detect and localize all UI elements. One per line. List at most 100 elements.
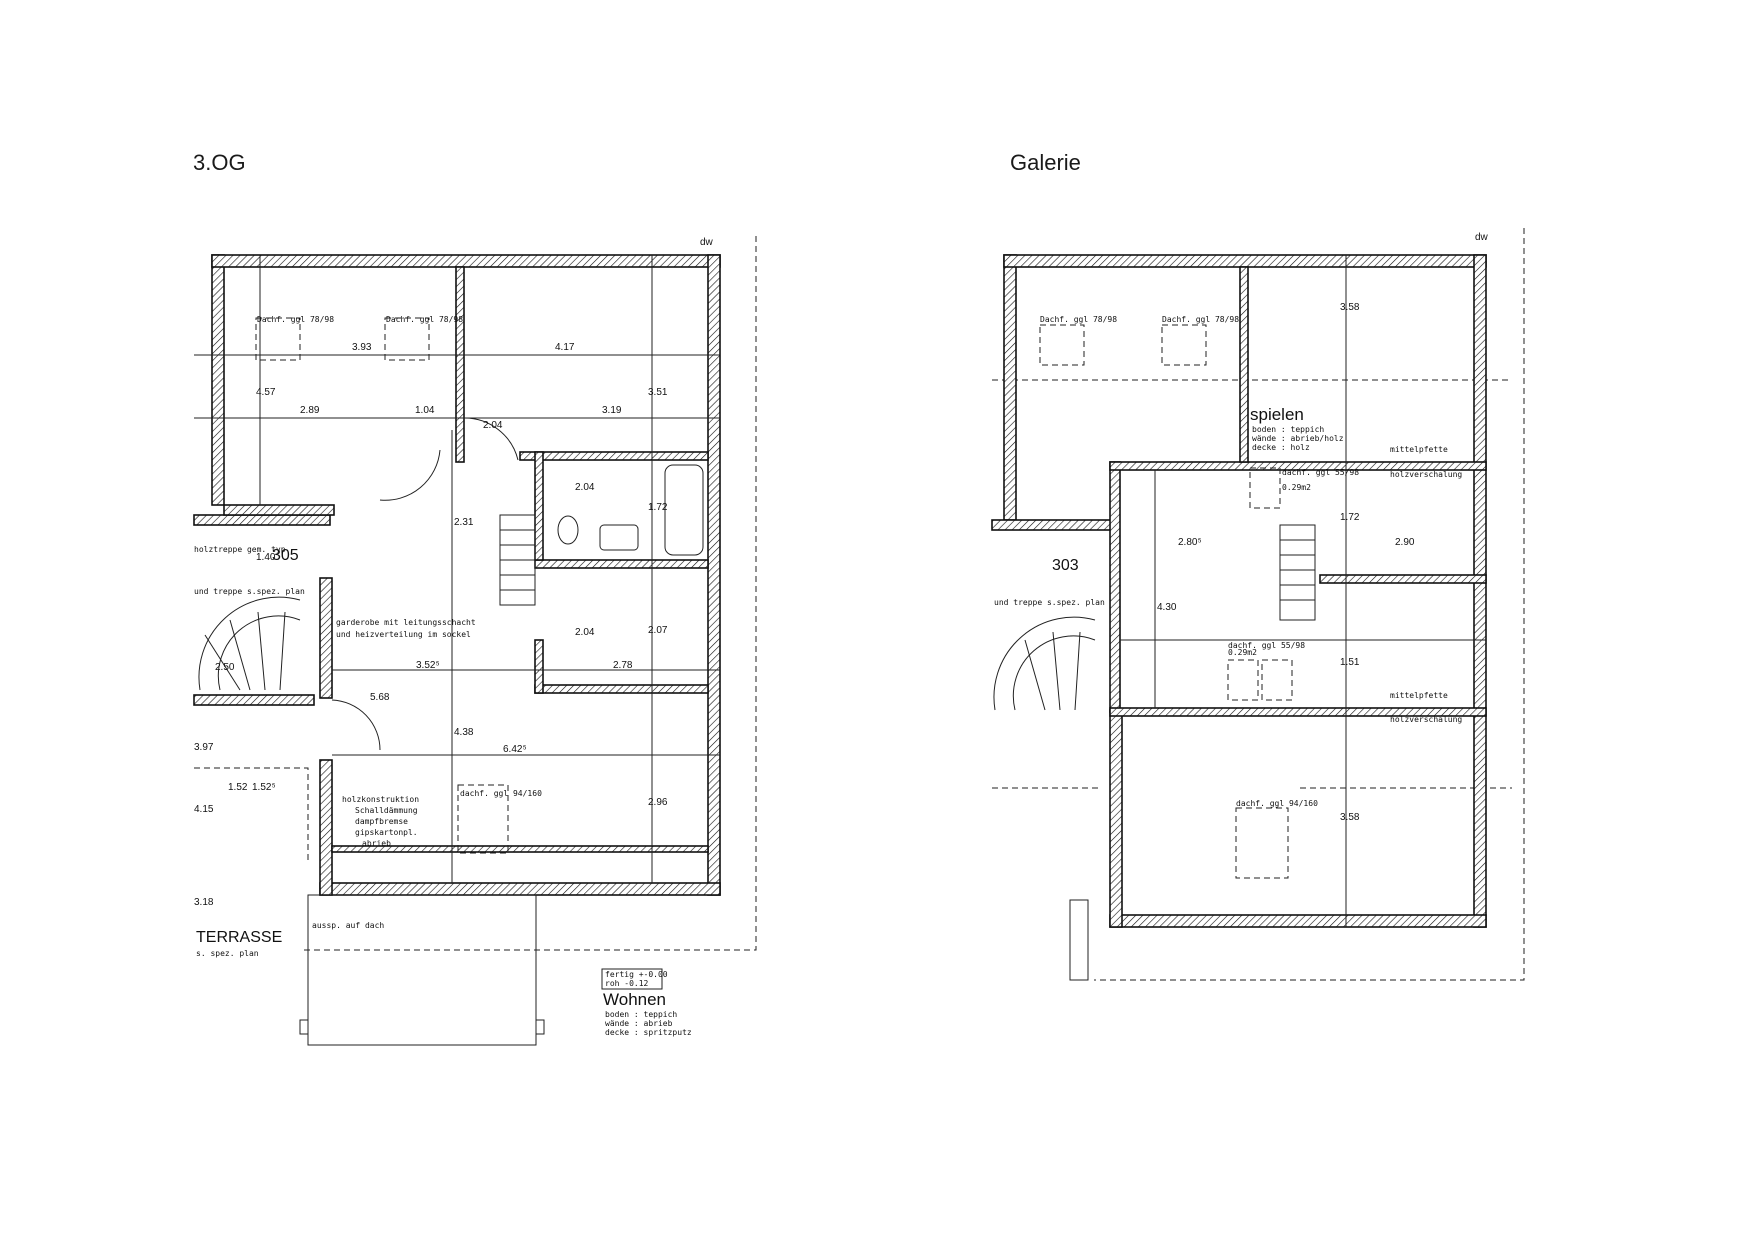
svg-text:4.15: 4.15 xyxy=(194,804,214,815)
wall-bedrooms-divider xyxy=(455,266,465,463)
skylight xyxy=(1161,324,1207,366)
svg-text:3.52⁵: 3.52⁵ xyxy=(416,660,440,671)
svg-text:decke : spritzputz: decke : spritzputz xyxy=(605,1028,692,1037)
svg-text:Schalldämmung: Schalldämmung xyxy=(355,806,418,815)
wall-stair-north xyxy=(193,514,331,526)
svg-text:2.50: 2.50 xyxy=(215,662,235,673)
door-arc xyxy=(331,699,381,751)
svg-text:3.18: 3.18 xyxy=(194,897,214,908)
svg-text:1.51: 1.51 xyxy=(1340,657,1360,668)
skylight xyxy=(1227,659,1259,701)
wall-stair-north xyxy=(991,519,1113,531)
svg-text:1.52: 1.52 xyxy=(228,782,248,793)
stair-spiral xyxy=(198,596,301,691)
skylight-label: dachf. ggl 94/160 xyxy=(1236,799,1318,808)
wall-east xyxy=(707,254,721,896)
svg-text:roh -0.12: roh -0.12 xyxy=(605,979,649,988)
svg-text:und heizverteilung im sockel: und heizverteilung im sockel xyxy=(336,630,471,639)
svg-text:mittelpfette: mittelpfette xyxy=(1390,445,1448,454)
room-number-305: 305 xyxy=(272,547,299,564)
svg-text:2.31: 2.31 xyxy=(454,517,474,528)
svg-text:und treppe s.spez. plan: und treppe s.spez. plan xyxy=(194,587,305,596)
svg-text:2.78: 2.78 xyxy=(613,660,633,671)
wall-west-mid xyxy=(319,577,333,699)
svg-text:fertig +-0.00: fertig +-0.00 xyxy=(605,970,668,979)
skylight xyxy=(457,784,509,854)
svg-text:dampfbremse: dampfbremse xyxy=(355,817,408,826)
svg-text:2.80⁵: 2.80⁵ xyxy=(1178,537,1202,548)
svg-text:2.89: 2.89 xyxy=(300,405,320,416)
svg-text:wände : abrieb/holz: wände : abrieb/holz xyxy=(1252,434,1344,443)
wall-gallery-north xyxy=(1109,461,1487,471)
skylight xyxy=(1039,324,1085,366)
level-box xyxy=(601,968,663,990)
svg-text:5.68: 5.68 xyxy=(370,692,390,703)
wall-void-edge xyxy=(1319,574,1487,584)
wall-bath-west xyxy=(534,451,544,561)
svg-text:2.04: 2.04 xyxy=(483,420,503,431)
svg-text:abrieb: abrieb xyxy=(362,839,391,848)
svg-text:holzkonstruktion: holzkonstruktion xyxy=(342,795,419,804)
skylight xyxy=(1235,807,1289,879)
svg-text:boden : teppich: boden : teppich xyxy=(1252,425,1324,434)
svg-text:boden : teppich: boden : teppich xyxy=(605,1010,677,1019)
svg-text:0.29m2: 0.29m2 xyxy=(1228,648,1257,657)
svg-text:3.19: 3.19 xyxy=(602,405,622,416)
stair-straight xyxy=(499,514,536,606)
roof-outline xyxy=(300,236,757,951)
wall-bedroom-divider xyxy=(1239,266,1249,463)
svg-text:2.96: 2.96 xyxy=(648,797,668,808)
svg-text:aussp. auf dach: aussp. auf dach xyxy=(312,921,384,930)
skylight xyxy=(1261,659,1293,701)
svg-text:2.04: 2.04 xyxy=(575,627,595,638)
room-name-spielen: spielen xyxy=(1250,405,1304,424)
skylight-label: Dachf. ggl 78/98 xyxy=(257,315,334,324)
svg-text:s. spez. plan: s. spez. plan xyxy=(196,949,259,958)
wall-southwest xyxy=(1109,709,1123,928)
skylight-label: Dachf. ggl 78/98 xyxy=(386,315,463,324)
svg-text:holzverschalung: holzverschalung xyxy=(1390,715,1462,724)
svg-text:3.93: 3.93 xyxy=(352,342,372,353)
svg-text:3.97: 3.97 xyxy=(194,742,214,753)
wall-storage-west xyxy=(534,639,544,694)
terrace-outline xyxy=(194,767,309,860)
bathtub xyxy=(664,464,704,556)
svg-text:1.72: 1.72 xyxy=(1340,512,1360,523)
svg-text:1.72: 1.72 xyxy=(648,502,668,513)
svg-text:4.30: 4.30 xyxy=(1157,602,1177,613)
room-number-303: 303 xyxy=(1052,557,1079,574)
svg-text:und treppe s.spez. plan: und treppe s.spez. plan xyxy=(994,598,1105,607)
svg-text:mittelpfette: mittelpfette xyxy=(1390,691,1448,700)
svg-text:4.57: 4.57 xyxy=(256,387,276,398)
plan-galerie: 303 spielen boden : teppich wände : abri… xyxy=(991,228,1525,981)
skylight-label: dachf. ggl 55/98 xyxy=(1228,641,1305,650)
roof-box xyxy=(307,894,537,1046)
svg-text:TERRASSE: TERRASSE xyxy=(196,929,282,946)
wall-north xyxy=(1003,254,1487,268)
wall-gallery-south xyxy=(1109,707,1487,717)
svg-text:holztreppe gem. typ: holztreppe gem. typ xyxy=(194,545,286,554)
wall-southwest xyxy=(319,759,333,896)
svg-text:3.58: 3.58 xyxy=(1340,812,1360,823)
wall-west-upper xyxy=(211,254,225,506)
svg-text:3.51: 3.51 xyxy=(648,387,668,398)
room-name-wohnen: Wohnen xyxy=(603,990,666,1009)
skylight xyxy=(255,317,301,361)
stair-straight xyxy=(1279,524,1316,621)
svg-text:3.58: 3.58 xyxy=(1340,302,1360,313)
svg-text:4.17: 4.17 xyxy=(555,342,575,353)
skylight xyxy=(1249,467,1281,509)
wall-north xyxy=(211,254,721,268)
stair-spiral xyxy=(993,616,1096,711)
door-arc xyxy=(379,449,441,501)
wall-bath-north xyxy=(519,451,709,461)
skylight-label: dachf. ggl 55/98 xyxy=(1282,468,1359,477)
toilet xyxy=(557,515,579,545)
wall-east xyxy=(1473,254,1487,928)
wall-inner-south xyxy=(331,845,709,853)
svg-text:2.04: 2.04 xyxy=(575,482,595,493)
wall-stair-south xyxy=(193,694,315,706)
svg-text:garderobe mit leitungsschacht: garderobe mit leitungsschacht xyxy=(336,618,476,627)
svg-text:2.90: 2.90 xyxy=(1395,537,1415,548)
